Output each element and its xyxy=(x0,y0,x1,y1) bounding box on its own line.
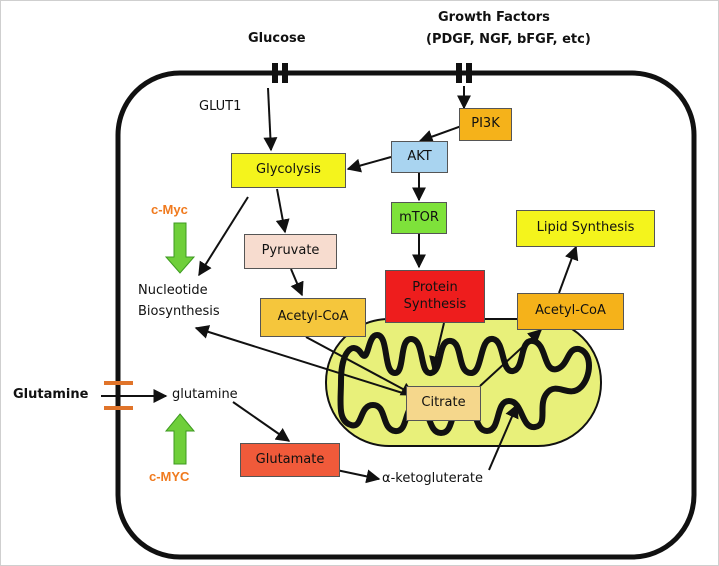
growth-factors-label: Growth Factors xyxy=(438,10,550,25)
protein-synthesis-line2: Synthesis xyxy=(403,296,467,312)
acetyl-coa-right-box: Acetyl-CoA xyxy=(517,293,624,330)
arrow-citrate-to-acetylcoa-right xyxy=(479,329,543,387)
lipid-synthesis-box: Lipid Synthesis xyxy=(516,210,655,247)
glutamate-box: Glutamate xyxy=(240,443,340,477)
arrow-protein-to-citrate xyxy=(429,322,445,371)
pyruvate-box: Pyruvate xyxy=(244,234,337,269)
cmyc-top-label: c-Myc xyxy=(151,202,188,217)
cmyc-bottom-label: c-MYC xyxy=(149,469,190,484)
glucose-label: Glucose xyxy=(248,31,306,46)
arrow-akt-to-glycolysis xyxy=(346,156,392,173)
arrow-glutamine-to-glutamate xyxy=(232,401,291,442)
alpha-ketoglutarate-label: α-ketogluterate xyxy=(382,471,483,486)
protein-synthesis-line1: Protein xyxy=(412,280,458,296)
growth-factors-examples: (PDGF, NGF, bFGF, etc) xyxy=(426,32,591,47)
protein-synthesis-box: Protein Synthesis xyxy=(385,270,485,323)
arrow-citrate-to-nucleotide xyxy=(194,325,410,396)
glutamine-transporter xyxy=(104,381,133,410)
arrow-glycolysis-to-nucleotide xyxy=(198,196,249,277)
pi3k-box: PI3K xyxy=(459,108,512,141)
akt-box: AKT xyxy=(391,141,448,173)
glycolysis-box: Glycolysis xyxy=(231,153,346,188)
mitochondrion xyxy=(325,318,602,447)
arrow-glycolysis-to-pyruvate xyxy=(275,188,290,234)
growth-factor-receptor xyxy=(456,63,472,83)
arrow-pyruvate-to-acetylcoa xyxy=(290,268,304,297)
glut1-transporter xyxy=(272,63,288,83)
glutamine-external-label: Glutamine xyxy=(13,387,89,402)
arrow-glucose-to-glycolysis xyxy=(263,87,278,152)
arrow-akg-to-citrate xyxy=(488,403,519,471)
cmyc-bottom-arrow xyxy=(164,413,196,465)
acetyl-coa-left-box: Acetyl-CoA xyxy=(260,298,366,337)
arrow-acetylcoa-to-citrate xyxy=(305,336,416,396)
glutamine-internal-label: glutamine xyxy=(172,387,238,402)
nucleotide-label-line2: Biosynthesis xyxy=(138,304,220,319)
glut1-label: GLUT1 xyxy=(199,99,242,114)
cell-membrane xyxy=(115,70,697,560)
nucleotide-label-line1: Nucleotide xyxy=(138,283,208,298)
citrate-box: Citrate xyxy=(406,386,481,421)
arrow-acetylcoa-to-lipid xyxy=(558,245,579,294)
cmyc-top-arrow xyxy=(164,222,196,274)
mtor-box: mTOR xyxy=(391,202,447,234)
